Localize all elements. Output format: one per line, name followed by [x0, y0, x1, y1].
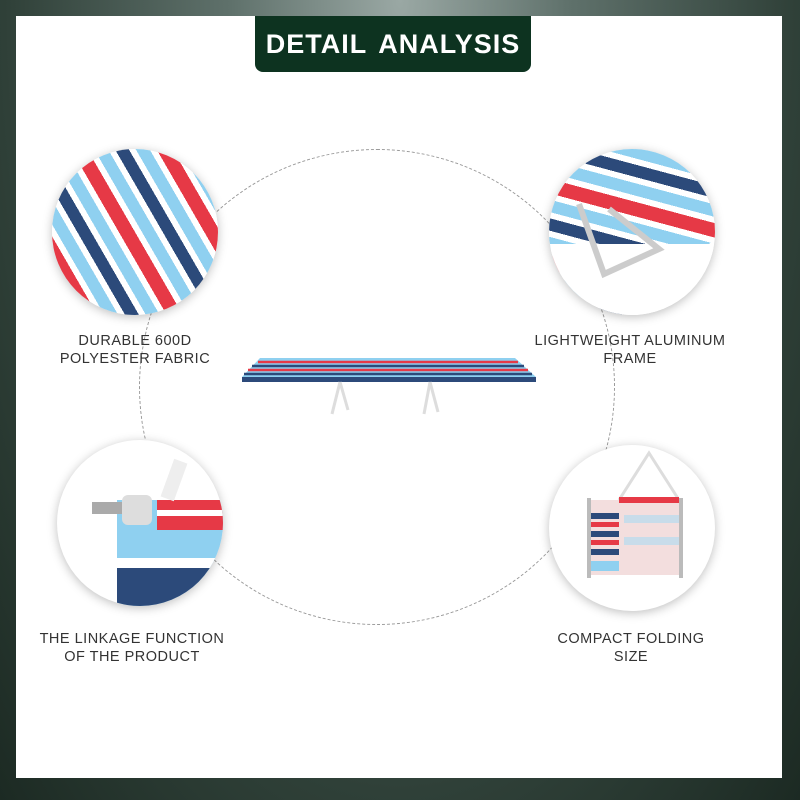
fabric-detail-image	[52, 149, 218, 315]
feature-label-frame: LIGHTWEIGHT ALUMINUM FRAME	[510, 332, 750, 368]
linkage-detail-image	[57, 440, 223, 606]
label-line: DURABLE 600D	[78, 333, 192, 349]
label-line: LIGHTWEIGHT ALUMINUM	[534, 333, 726, 349]
label-line: FRAME	[603, 351, 657, 367]
frame-detail-image	[549, 149, 715, 315]
feature-label-linkage: THE LINKAGE FUNCTION OF THE PRODUCT	[12, 630, 252, 666]
label-line: SIZE	[613, 649, 649, 665]
label-line: THE LINKAGE FUNCTION	[39, 631, 225, 647]
label-line: POLYESTER FABRIC	[59, 351, 211, 367]
label-line: COMPACT FOLDING	[557, 631, 705, 647]
feature-label-folding: COMPACT FOLDING SIZE	[511, 630, 751, 666]
beach-cot-product-image	[242, 358, 536, 415]
folded-product-image	[549, 445, 715, 611]
label-line: OF THE PRODUCT	[64, 649, 200, 665]
page-title: DETAIL ANALYSIS	[255, 16, 531, 72]
dashed-ring	[139, 149, 615, 625]
feature-label-fabric: DURABLE 600D POLYESTER FABRIC	[15, 332, 255, 368]
